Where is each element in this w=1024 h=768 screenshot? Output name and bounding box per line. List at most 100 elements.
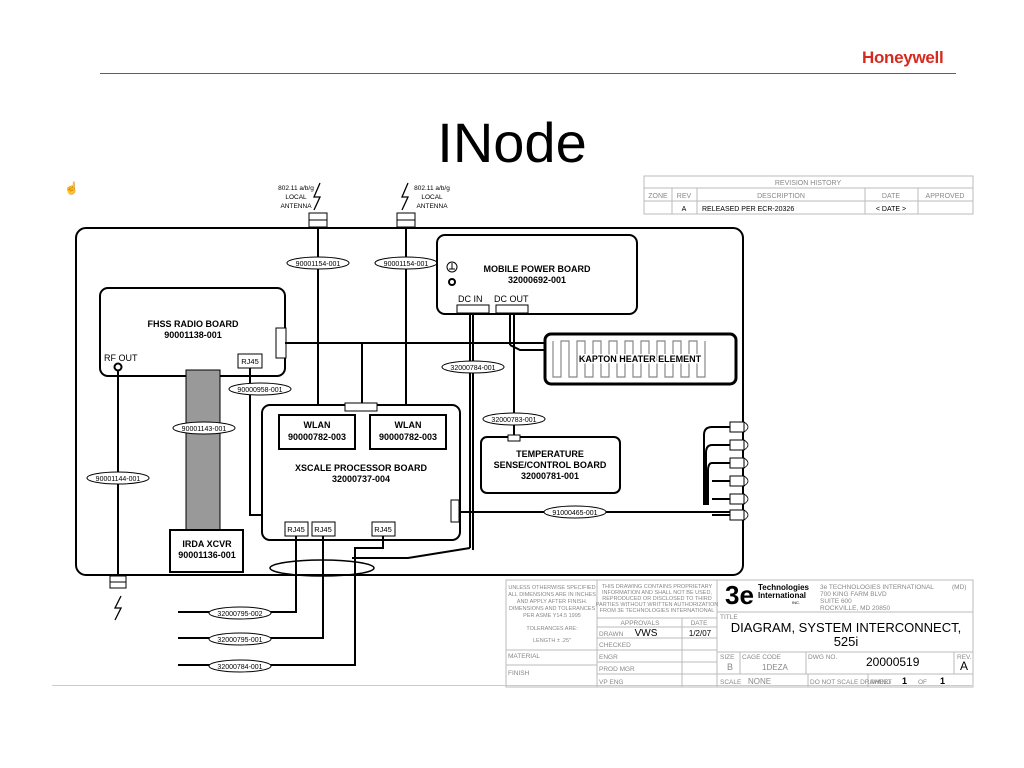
revision-history-table: REVISION HISTORY ZONE REV DESCRIPTION DA… [643,175,974,215]
hand-cursor-icon: ☝ [64,180,79,195]
cable-label [172,421,236,435]
scale-label: SCALE [720,679,742,686]
header-rule [100,73,956,74]
rf-out-label: RF OUT [104,353,138,363]
dc-out-label: DC OUT [494,294,529,304]
side-connector [275,327,287,359]
lightning-icon [313,182,322,211]
revision-header: DESCRIPTION [757,193,805,200]
revision-header: DATE [882,193,900,200]
note-text: PARTIES WITHOUT WRITTEN AUTHORIZATION [596,602,718,608]
revision-cell: A [682,206,687,213]
note-text: FROM 3E TECHNOLOGIES INTERNATIONAL [600,608,715,614]
sheet-value: 1 [902,676,907,686]
board-label: 32000781-001 [521,471,579,481]
drawn-date: 1/2/07 [689,629,712,638]
rj45-label: RJ45 [287,525,305,534]
antenna-label: 802.11 a/b/g [414,185,450,192]
drawing-title: 525i [834,634,859,649]
revision-cell: RELEASED PER ECR-20326 [702,206,794,213]
dc-in-label: DC IN [458,294,483,304]
antenna-label: ANTENNA [416,203,448,210]
title-label: TITLE [720,614,738,621]
cable-label-text: 90001154-001 [296,261,341,268]
cable-label [543,505,607,519]
note-text: THIS DRAWING CONTAINS PROPRIETARY [602,584,713,590]
antenna-left: 802.11 a/b/g LOCAL ANTENNA [278,182,328,228]
drawn-by: VWS [635,628,658,639]
board-label: 90000782-003 [379,432,437,442]
honeywell-logo: Honeywell [862,48,944,67]
company-name: INC. [792,600,800,605]
cable-label [208,659,272,673]
address-line: ROCKVILLE, MD 20850 [820,605,890,612]
temperature-control-board [480,436,621,494]
board-label: WLAN [395,420,422,430]
cable-label-text: 32000784-001 [217,664,262,671]
sheet-label: SHEET [870,679,892,686]
drawn-label: DRAWN [599,631,624,638]
revision-title: REVISION HISTORY [775,180,842,187]
note-text: AND APPLY AFTER FINISH. [517,599,588,605]
rj45-label: RJ45 [314,525,332,534]
board-label: 90001136-001 [178,550,236,560]
vp-eng-label: VP ENG [599,679,623,686]
scale-value: NONE [748,677,771,686]
board-label: 90001138-001 [164,330,222,340]
cable-label [208,632,272,646]
enclosure-outline [75,227,744,576]
antenna-label: ANTENNA [280,203,312,210]
revision-cell: < DATE > [876,206,906,213]
note-text: ALL DIMENSIONS ARE IN INCHES [508,592,596,598]
cage-label: CAGE CODE [742,654,782,661]
noscale-label: DO NOT SCALE DRAWING [810,679,891,686]
note-text: UNLESS OTHERWISE SPECIFIED [508,585,595,591]
antenna-label: LOCAL [285,194,307,201]
address-line: 3e TECHNOLOGIES INTERNATIONAL [820,584,934,591]
note-text: INFORMATION AND SHALL NOT BE USED, [602,590,712,596]
date-label: DATE [691,620,709,627]
dwg-number: 20000519 [866,655,920,669]
wlan-left-board [278,414,356,450]
dc-in-connector [456,304,490,314]
note-text: DIMENSIONS AND TOLERANCES [509,606,596,612]
of-label: OF [918,679,927,686]
antenna-label: LOCAL [421,194,443,201]
note-text: PER ASME Y14.5 1995 [523,613,581,619]
company-name: Technologies [758,583,810,592]
rj45-label: RJ45 [241,357,259,366]
cable-label-text: 90001154-001 [384,261,429,268]
cable-label-text: 32000795-002 [217,611,262,618]
cable-label [482,412,546,426]
cable-label [441,360,505,374]
approvals-label: APPROVALS [621,620,661,627]
revision-header: REV [677,193,692,200]
antenna-right: 802.11 a/b/g LOCAL ANTENNA [396,182,450,228]
board-label: XSCALE PROCESSOR BOARD [295,463,428,473]
right-connectors [703,421,749,521]
wlan-right-board [369,414,447,450]
board-label: 90000782-003 [288,432,346,442]
cable-label [286,256,350,270]
note-text: LENGTH ± .25" [533,638,571,644]
3e-logo: 3e [725,580,754,610]
engr-label: ENGR [599,654,618,661]
of-value: 1 [940,676,945,686]
board-label: 32000737-004 [332,474,390,484]
board-label: IRDA XCVR [182,539,232,549]
cable-label [228,382,292,396]
cable-label [86,471,150,485]
cable-label [208,606,272,620]
note-text: REPRODUCED OR DISCLOSED TO THIRD [602,596,711,602]
cable-label-text: 32000783-001 [491,417,536,424]
finish-label: FINISH [508,670,530,677]
material-label: MATERIAL [508,653,540,660]
prod-mgr-label: PROD MGR [599,666,635,673]
cable-label-text: 90001143-001 [182,426,227,433]
board-label: MOBILE POWER BOARD [484,264,591,274]
address-line: SUITE 600 [820,598,852,605]
rev-value: A [960,659,968,673]
cable-label-text: 32000795-001 [217,637,262,644]
